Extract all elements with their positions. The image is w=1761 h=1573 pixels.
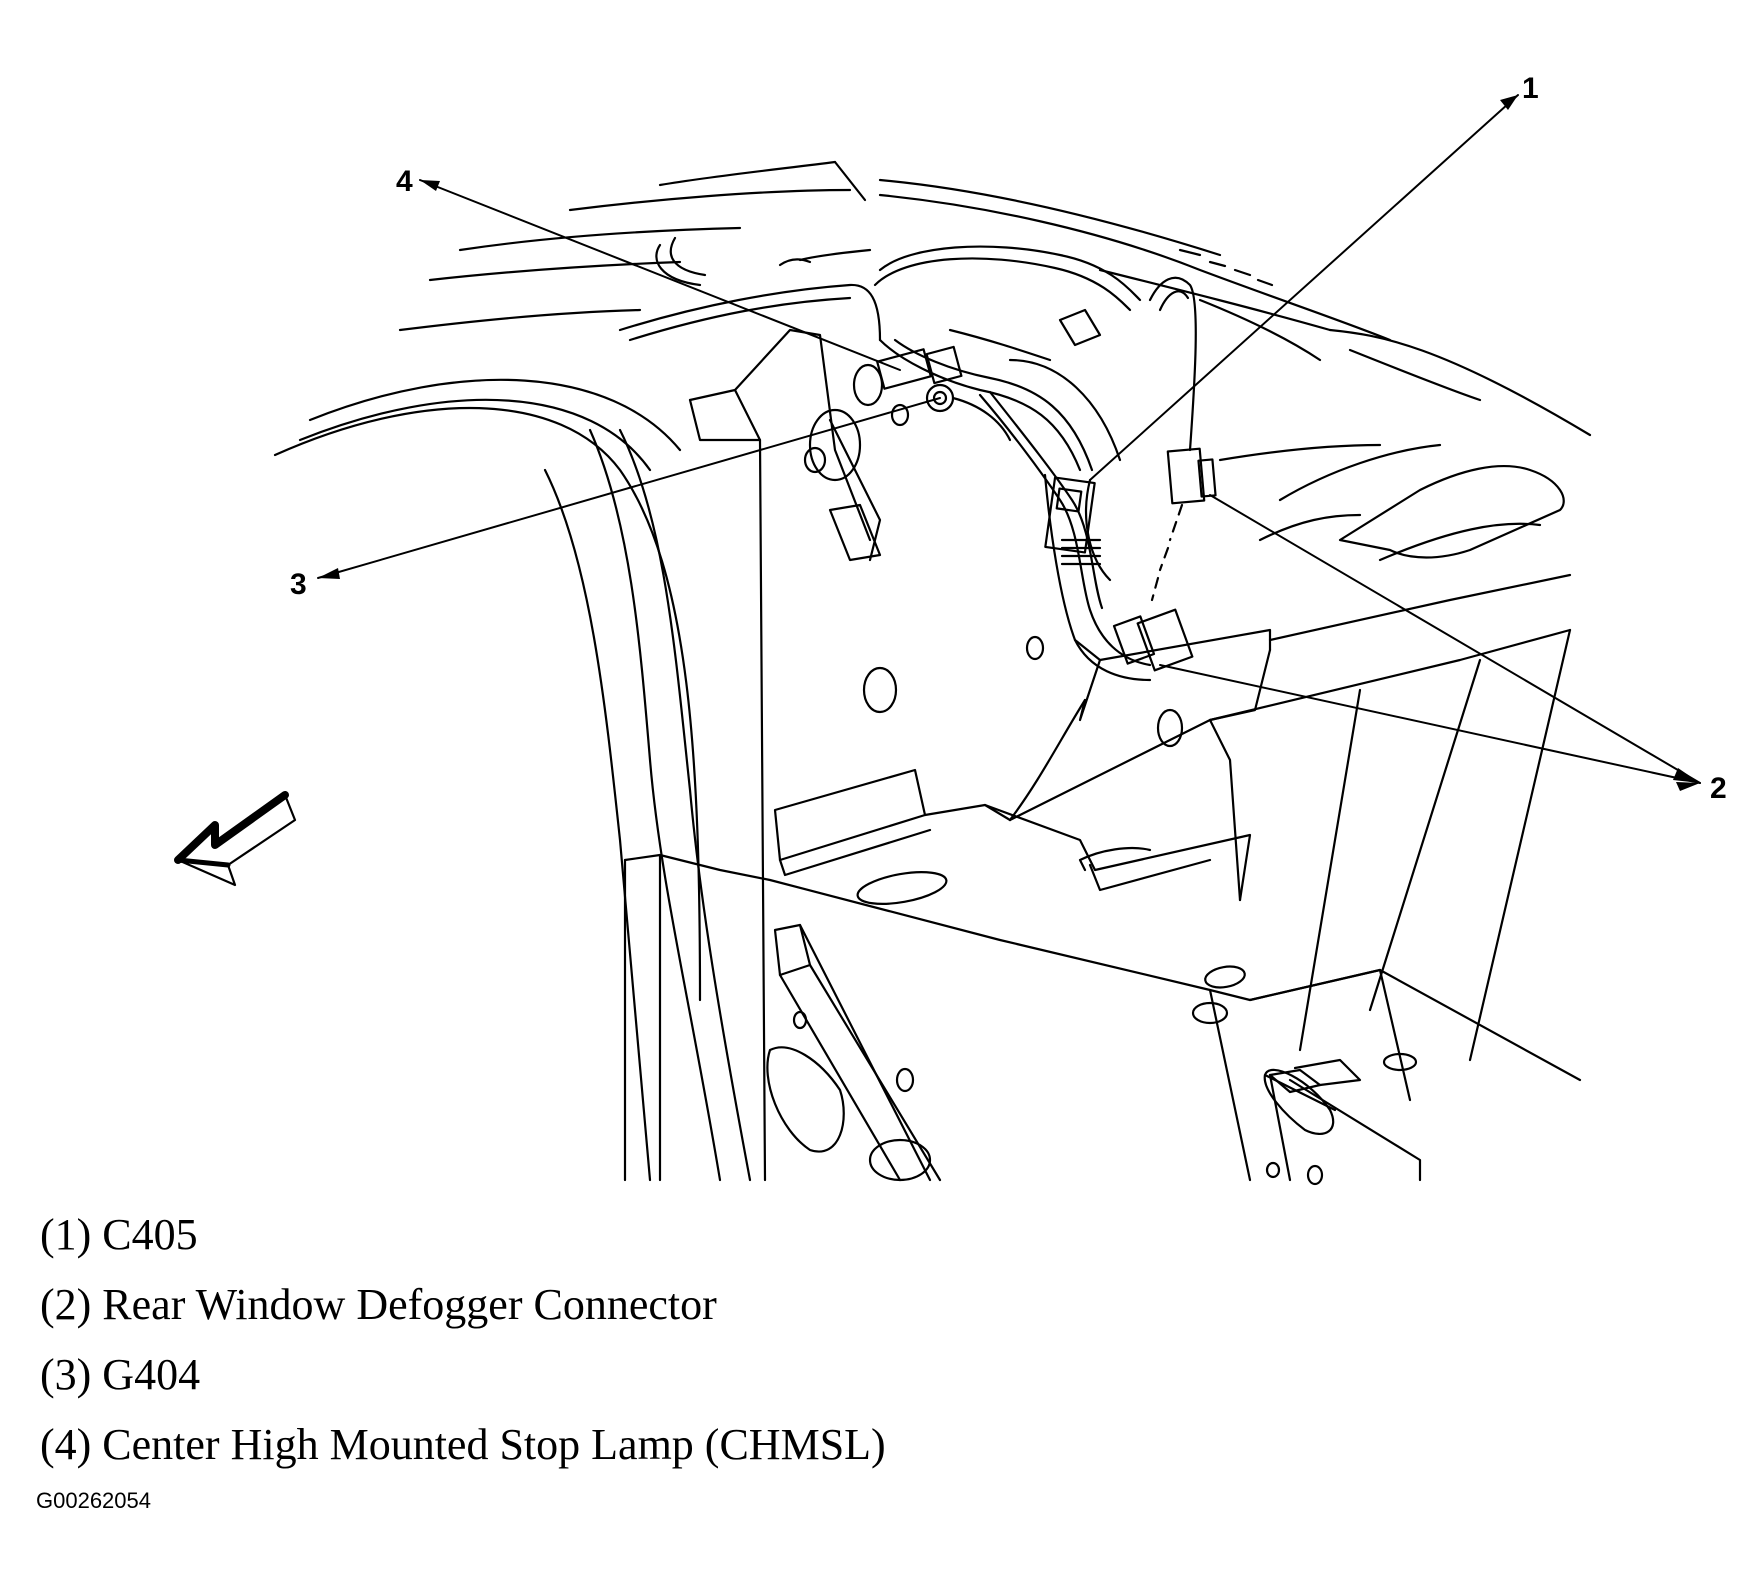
trunk-structure bbox=[623, 443, 1582, 1186]
roof-lines bbox=[398, 160, 1592, 437]
figure-id: G00262054 bbox=[36, 1488, 151, 1513]
wire-harness bbox=[618, 236, 1217, 682]
callout-2: 2 bbox=[1710, 772, 1727, 805]
leader-line-2a bbox=[1209, 494, 1701, 784]
legend-item-4: (4) Center High Mounted Stop Lamp (CHMSL… bbox=[40, 1420, 886, 1469]
wiring-location-diagram bbox=[174, 94, 1701, 1186]
callout-1: 1 bbox=[1522, 72, 1539, 105]
forward-arrow-icon bbox=[174, 791, 297, 887]
legend: (1) C405 (2) Rear Window Defogger Connec… bbox=[40, 1200, 886, 1480]
leader-lines bbox=[317, 94, 1701, 784]
legend-item-3: (3) G404 bbox=[40, 1350, 201, 1399]
wheelhouse-arcs bbox=[273, 378, 752, 1182]
callout-4: 4 bbox=[396, 165, 413, 198]
legend-item-1: (1) C405 bbox=[40, 1210, 198, 1259]
leader-line-3 bbox=[317, 397, 941, 579]
leader-line-4 bbox=[419, 179, 901, 371]
arrowheads bbox=[318, 95, 1700, 791]
legend-item-2: (2) Rear Window Defogger Connector bbox=[40, 1280, 717, 1329]
leader-line-1 bbox=[1089, 94, 1519, 481]
callout-3: 3 bbox=[290, 568, 307, 601]
leader-line-2b bbox=[1159, 664, 1701, 784]
inner-panel bbox=[688, 328, 1184, 1182]
